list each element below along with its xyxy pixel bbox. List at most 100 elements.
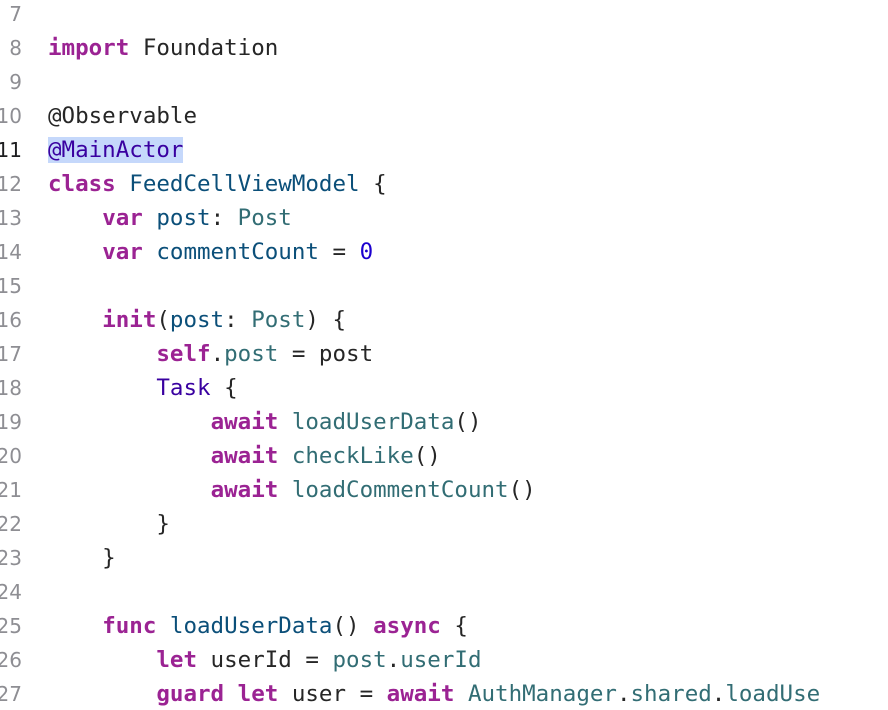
- line-number: 20: [0, 444, 22, 468]
- code-token: }: [48, 511, 170, 537]
- code-token: self: [156, 341, 211, 367]
- code-line[interactable]: 8 import Foundation: [0, 31, 888, 65]
- code-token: await: [210, 409, 279, 435]
- code-token: ) {: [305, 307, 347, 333]
- line-number: 10: [0, 104, 22, 128]
- line-number: 7: [9, 2, 22, 26]
- code-token: [48, 613, 102, 639]
- code-token: await: [386, 681, 455, 707]
- code-token: let: [156, 647, 198, 673]
- code-token: Foundation: [129, 35, 279, 61]
- code-token: loadCommentCount: [291, 477, 509, 503]
- code-line[interactable]: 21 await loadCommentCount(): [0, 473, 888, 507]
- line-number: 27: [0, 682, 22, 706]
- code-token: AuthManager: [467, 681, 617, 707]
- line-number: 23: [0, 546, 22, 570]
- code-token: = post: [278, 341, 374, 367]
- code-token: async: [373, 613, 441, 639]
- code-line[interactable]: 14 var commentCount = 0: [0, 235, 888, 269]
- line-number: 25: [0, 614, 22, 638]
- code-line[interactable]: 25 func loadUserData() async {: [0, 609, 888, 643]
- code-token: var: [102, 205, 143, 231]
- line-number: 21: [0, 478, 22, 502]
- line-number: 19: [0, 410, 22, 434]
- code-token: :: [224, 307, 252, 333]
- code-token: post: [156, 205, 211, 231]
- code-text: @Observable: [48, 99, 197, 133]
- code-token: [224, 681, 238, 707]
- code-line[interactable]: 13 var post: Post: [0, 201, 888, 235]
- code-line[interactable]: 20 await checkLike(): [0, 439, 888, 473]
- code-text: Task {: [48, 371, 237, 405]
- code-token: user =: [278, 681, 387, 707]
- code-text: }: [48, 541, 116, 575]
- code-text: self.post = post: [48, 337, 373, 371]
- line-number: 9: [9, 70, 22, 94]
- code-token: [48, 307, 102, 333]
- code-line[interactable]: 27 guard let user = await AuthManager.sh…: [0, 677, 888, 710]
- line-number: 24: [0, 580, 22, 604]
- line-number: 16: [0, 308, 22, 332]
- code-line[interactable]: 10 @Observable: [0, 99, 888, 133]
- code-line[interactable]: 23 }: [0, 541, 888, 575]
- code-token: import: [48, 35, 130, 61]
- code-text: @MainActor: [48, 133, 184, 167]
- code-line[interactable]: 19 await loadUserData(): [0, 405, 888, 439]
- code-token: post: [224, 341, 279, 367]
- code-token: func: [102, 613, 157, 639]
- code-token: [48, 205, 102, 231]
- code-line[interactable]: 16 init(post: Post) {: [0, 303, 888, 337]
- code-token: .: [210, 341, 225, 367]
- line-number: 22: [0, 512, 22, 536]
- code-line[interactable]: 17 self.post = post: [0, 337, 888, 371]
- code-token: [48, 681, 156, 707]
- code-token: guard: [156, 681, 225, 707]
- code-token: [143, 239, 157, 265]
- line-number: 8: [9, 36, 22, 60]
- code-token: :: [210, 205, 238, 231]
- code-token: [278, 443, 292, 469]
- code-token: (): [332, 613, 374, 639]
- code-token: [278, 477, 292, 503]
- code-line[interactable]: 11@MainActor: [0, 133, 888, 167]
- code-line[interactable]: 26 let userId = post.userId: [0, 643, 888, 677]
- code-token: await: [210, 443, 279, 469]
- code-token: .: [616, 681, 631, 707]
- selected-token: @MainActor: [48, 137, 184, 163]
- code-token: Post: [237, 205, 292, 231]
- code-token: [156, 613, 170, 639]
- code-token: shared: [630, 681, 712, 707]
- line-number: 14: [0, 240, 22, 264]
- code-token: [454, 681, 468, 707]
- code-text: let userId = post.userId: [48, 643, 482, 677]
- code-text: }: [48, 507, 170, 541]
- code-token: (): [454, 409, 482, 435]
- code-token: [48, 375, 156, 401]
- code-token: [48, 341, 156, 367]
- line-number: 13: [0, 206, 22, 230]
- code-line[interactable]: 22 }: [0, 507, 888, 541]
- code-text: await loadCommentCount(): [48, 473, 536, 507]
- code-token: userId: [400, 647, 482, 673]
- code-token: post: [332, 647, 387, 673]
- code-text: init(post: Post) {: [48, 303, 346, 337]
- line-number: 15: [0, 274, 22, 298]
- code-line[interactable]: 18 Task {: [0, 371, 888, 405]
- code-token: let: [237, 681, 279, 707]
- code-token: await: [210, 477, 279, 503]
- code-token: Task: [156, 375, 211, 401]
- code-token: (): [413, 443, 441, 469]
- code-token: [48, 239, 102, 265]
- code-token: .: [386, 647, 401, 673]
- code-line[interactable]: 24: [0, 575, 888, 609]
- code-line[interactable]: 15: [0, 269, 888, 303]
- code-line[interactable]: 7: [0, 0, 888, 31]
- code-token: }: [48, 545, 116, 571]
- code-token: [48, 647, 156, 673]
- code-token: (: [156, 307, 170, 333]
- code-token: Post: [251, 307, 306, 333]
- code-line[interactable]: 9: [0, 65, 888, 99]
- code-text: import Foundation: [48, 31, 278, 65]
